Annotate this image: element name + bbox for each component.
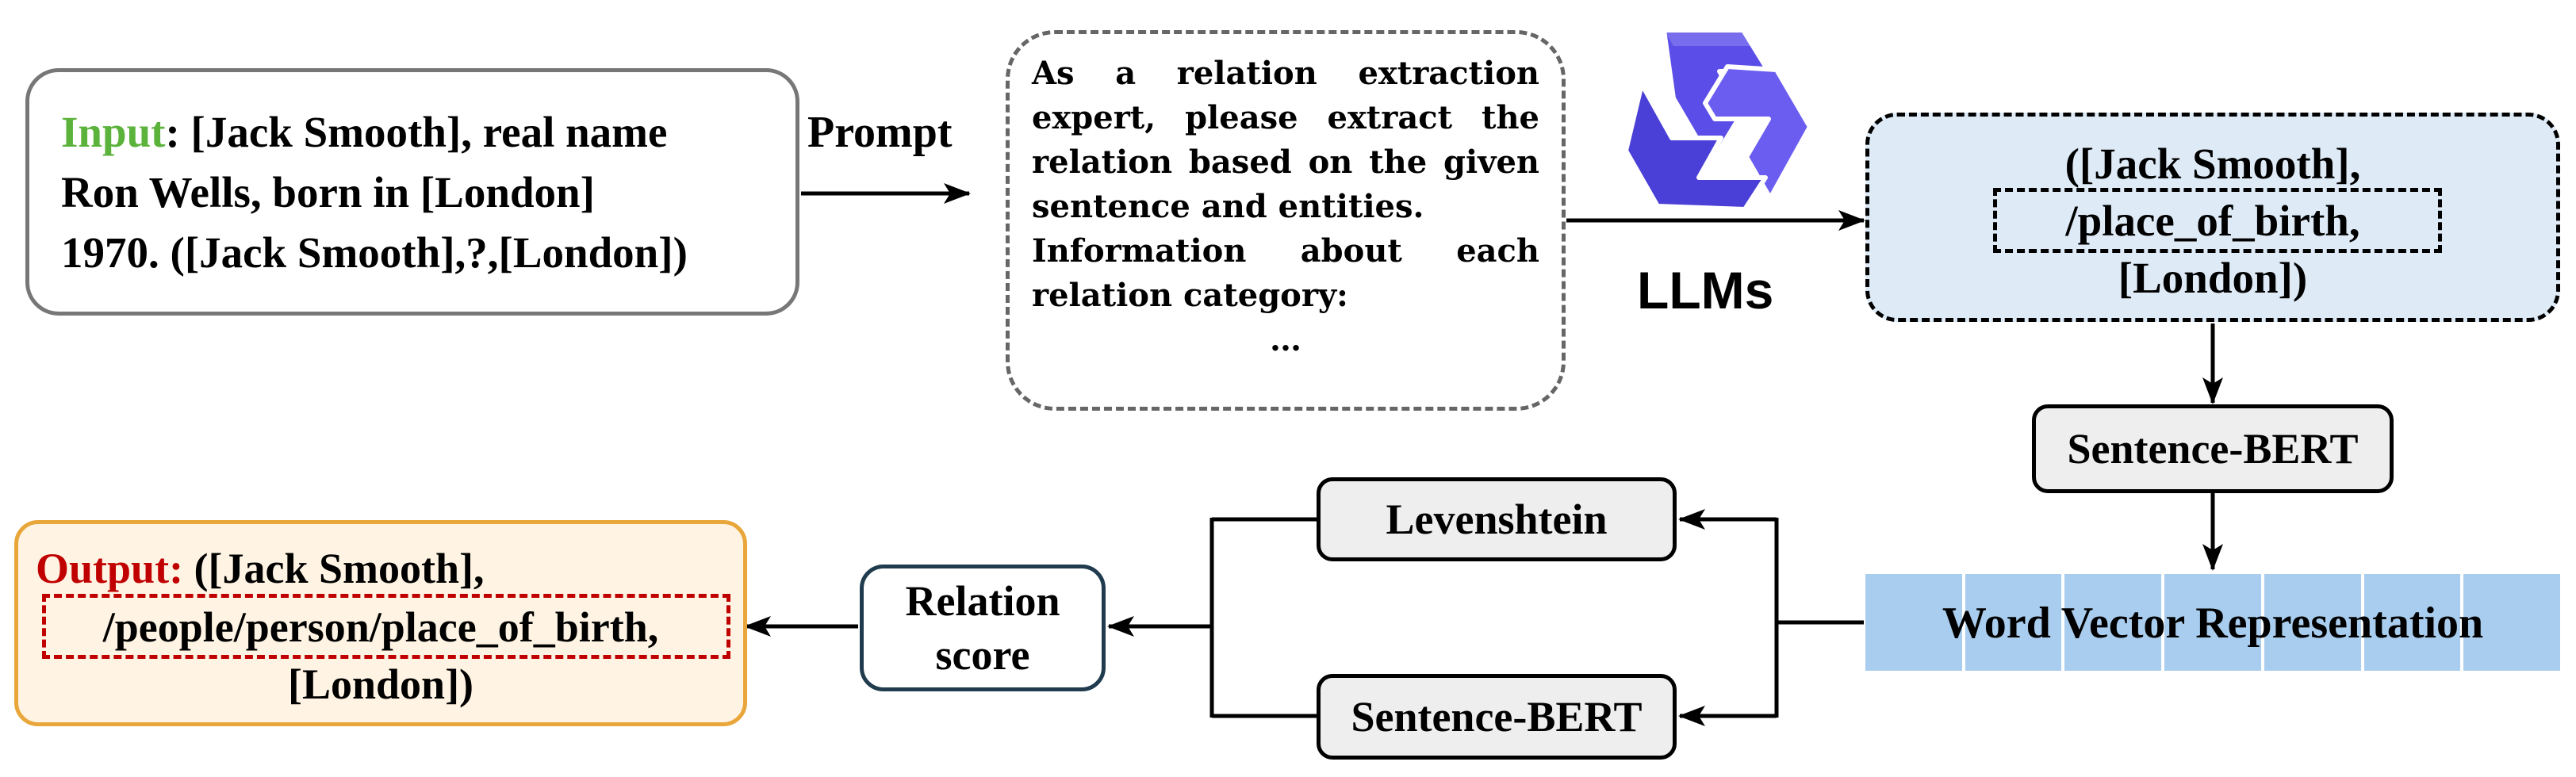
output-line-3: [London]) (287, 660, 474, 708)
sentence-bert-top-label: Sentence-BERT (2067, 425, 2359, 473)
llm-result-line-2: /place_of_birth, (2065, 197, 2360, 245)
prompt-text-box: As a relation extraction expert, please … (1006, 30, 1566, 411)
relation-score-line-1: Relation (905, 577, 1060, 625)
llm-result-line-3: [London]) (2118, 254, 2308, 302)
sentence-bert-top-box: Sentence-BERT (2032, 404, 2394, 493)
llm-label: LLMs (1637, 261, 1774, 320)
input-line-3: 1970. ([Jack Smooth],?,[London]) (61, 228, 688, 277)
input-label: Input (61, 108, 166, 156)
output-highlight (42, 594, 730, 659)
word-vector-cell (2364, 574, 2464, 671)
output-line-2: /people/person/place_of_birth, (102, 603, 659, 651)
word-vector-bar: Word Vector Representation (1865, 574, 2560, 671)
relation-score-box: Relation score (860, 565, 1106, 691)
input-line-2: Ron Wells, born in [London] (61, 168, 595, 216)
word-vector-cell (1865, 574, 1965, 671)
prompt-line-2: expert, please extract the (1032, 99, 1539, 136)
word-vector-cells (1865, 574, 2560, 671)
prompt-line-6: relation category: (1032, 277, 1348, 314)
output-line-1: Output: ([Jack Smooth], (36, 545, 485, 592)
prompt-line-1: As a relation extraction (1032, 55, 1539, 92)
prompt-ellipsis: … (1270, 321, 1301, 358)
relation-score-line-2: score (935, 631, 1030, 679)
sentence-bert-bottom-label: Sentence-BERT (1351, 693, 1643, 741)
output-label: Output: (36, 545, 184, 592)
prompt-line-3: relation based on the given (1032, 144, 1539, 181)
prompt-label: Prompt (807, 108, 953, 157)
levenshtein-box: Levenshtein (1317, 477, 1677, 561)
levenshtein-label: Levenshtein (1386, 496, 1608, 543)
word-vector-cell (1965, 574, 2065, 671)
llm-logo-icon (1626, 28, 1812, 212)
llm-result-highlight (1993, 188, 2442, 253)
sentence-bert-bottom-box: Sentence-BERT (1317, 674, 1677, 760)
word-vector-cell (2164, 574, 2264, 671)
output-box: Output: ([Jack Smooth], /people/person/p… (14, 520, 747, 726)
input-box: Input: [Jack Smooth], real name Ron Well… (25, 68, 799, 316)
word-vector-cell (2264, 574, 2364, 671)
input-line-1: Input: [Jack Smooth], real name (61, 108, 668, 156)
word-vector-label: Word Vector Representation (1942, 599, 2484, 648)
prompt-line-5: Information about each (1032, 232, 1539, 270)
llm-result-line-1: ([Jack Smooth], (2064, 140, 2361, 188)
prompt-line-4: sentence and entities. (1032, 188, 1424, 225)
llm-result-box: ([Jack Smooth], /place_of_birth, [London… (1865, 113, 2560, 322)
word-vector-cell (2064, 574, 2165, 671)
